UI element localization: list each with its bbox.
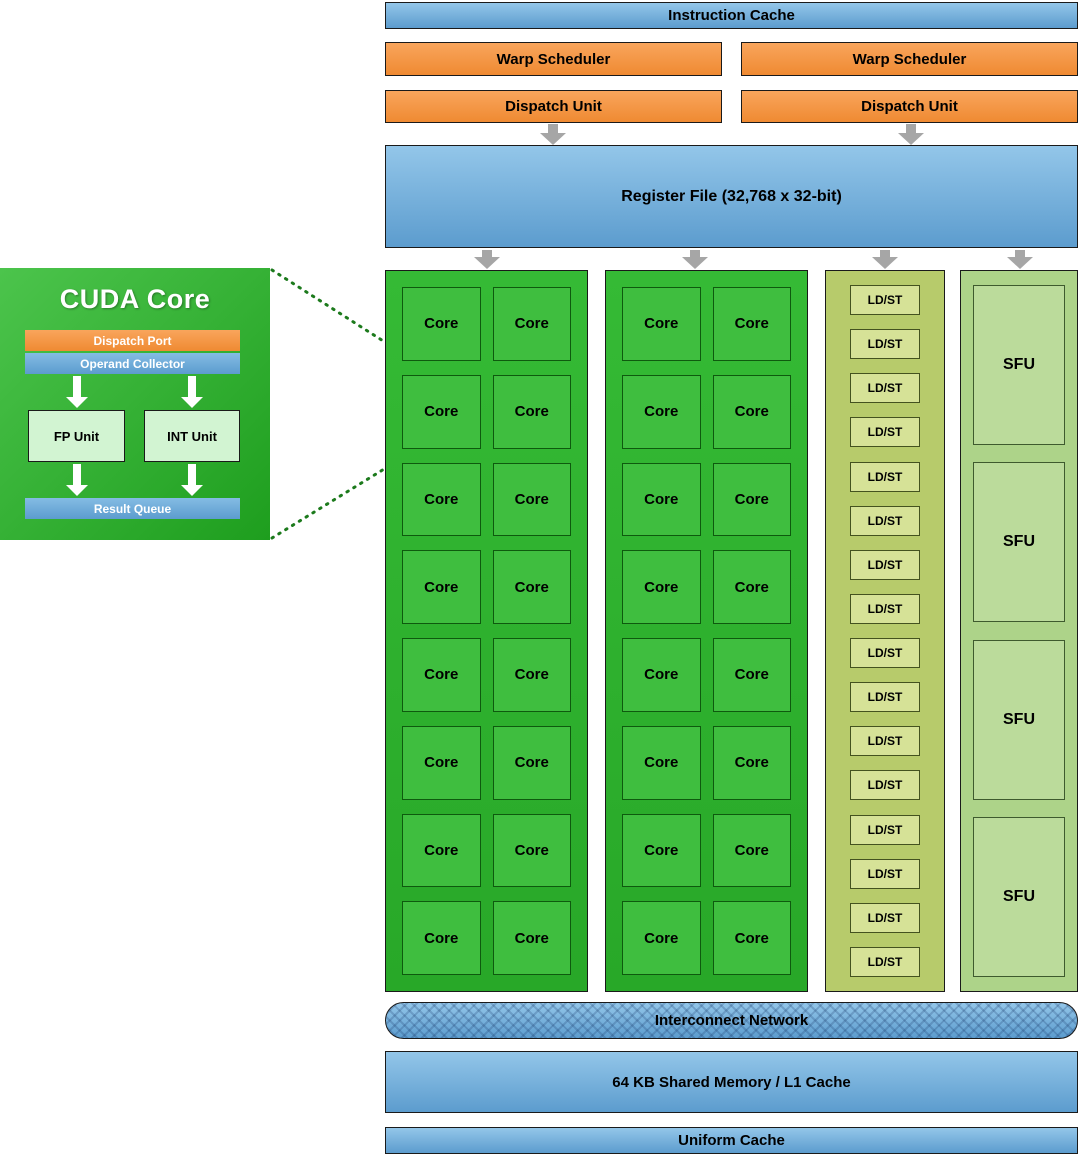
core-box: Core [712,462,791,537]
ldst-box: LD/ST [850,329,920,360]
ldst-box: LD/ST [850,726,920,757]
core-box: Core [402,638,481,712]
result-queue-bar: Result Queue [25,498,240,519]
core-box: Core [622,550,701,624]
ldst-box: LD/ST [850,814,920,845]
down-arrow [898,124,924,145]
down-arrow [872,250,898,269]
cuda-core-inset: CUDA Core Dispatch Port Operand Collecto… [0,268,270,540]
int-unit-box: INT Unit [144,410,240,462]
sfu-box: SFU [973,816,1065,977]
down-arrow [181,464,203,496]
core-box: Core [712,638,791,712]
core-box: Core [492,901,571,975]
ldst-box: LD/ST [850,638,920,668]
core-box: Core [622,638,701,712]
fp-unit-box: FP Unit [28,410,125,462]
down-arrow [682,250,708,269]
core-box: Core [402,813,481,888]
ldst-box: LD/ST [850,549,920,580]
core-box: Core [622,725,701,800]
shared-memory-bar: 64 KB Shared Memory / L1 Cache [385,1051,1078,1113]
down-arrow [540,124,566,145]
ldst-box: LD/ST [850,505,920,536]
ldst-box: LD/ST [850,770,920,801]
ldst-box: LD/ST [850,285,920,315]
core-box: Core [622,901,701,975]
down-arrow [474,250,500,269]
core-box: Core [492,287,571,361]
dispatch-unit-left-bar: Dispatch Unit [385,90,722,123]
sfu-box: SFU [973,462,1065,623]
warp-scheduler-right-bar: Warp Scheduler [741,42,1078,76]
core-box: Core [402,550,481,624]
interconnect-network-bar: Interconnect Network [385,1002,1078,1039]
sfu-box: SFU [973,639,1065,800]
ldst-column: LD/ST LD/ST LD/ST LD/ST LD/ST LD/ST LD/ST LD/ST… [825,270,945,992]
core-box: Core [402,901,481,975]
core-box: Core [492,638,571,712]
core-box: Core [712,287,791,361]
core-box: Core [622,813,701,888]
core-box: Core [712,901,791,975]
dispatch-unit-right-bar: Dispatch Unit [741,90,1078,123]
core-box: Core [622,374,701,449]
cuda-core-title: CUDA Core [59,284,211,314]
core-box: Core [492,374,571,449]
core-box: Core [712,550,791,624]
core-box: Core [712,813,791,888]
core-box: Core [402,374,481,449]
ldst-box: LD/ST [850,593,920,624]
core-box: Core [402,725,481,800]
core-box: Core [712,725,791,800]
ldst-box: LD/ST [850,858,920,889]
instruction-cache-bar: Instruction Cache [385,2,1078,29]
core-box: Core [622,287,701,361]
core-box: Core [622,462,701,537]
down-arrow [1007,250,1033,269]
operand-collector-bar: Operand Collector [25,353,240,374]
core-box: Core [492,550,571,624]
uniform-cache-bar: Uniform Cache [385,1127,1078,1154]
core-box: Core [492,462,571,537]
dispatch-port-bar: Dispatch Port [25,330,240,351]
sfu-box: SFU [973,285,1065,445]
down-arrow [181,376,203,408]
ldst-box: LD/ST [850,902,920,933]
sfu-column: SFU SFU SFU SFU [960,270,1078,992]
core-box: Core [402,462,481,537]
down-arrow [66,376,88,408]
core-box: Core [492,813,571,888]
register-file-bar: Register File (32,768 x 32-bit) [385,145,1078,248]
ldst-box: LD/ST [850,417,920,448]
ldst-box: LD/ST [850,946,920,977]
warp-scheduler-left-bar: Warp Scheduler [385,42,722,76]
core-box: Core [712,374,791,449]
core-box: Core [492,725,571,800]
ldst-box: LD/ST [850,682,920,713]
ldst-box: LD/ST [850,373,920,404]
ldst-box: LD/ST [850,461,920,492]
down-arrow [66,464,88,496]
core-box: Core [402,287,481,361]
